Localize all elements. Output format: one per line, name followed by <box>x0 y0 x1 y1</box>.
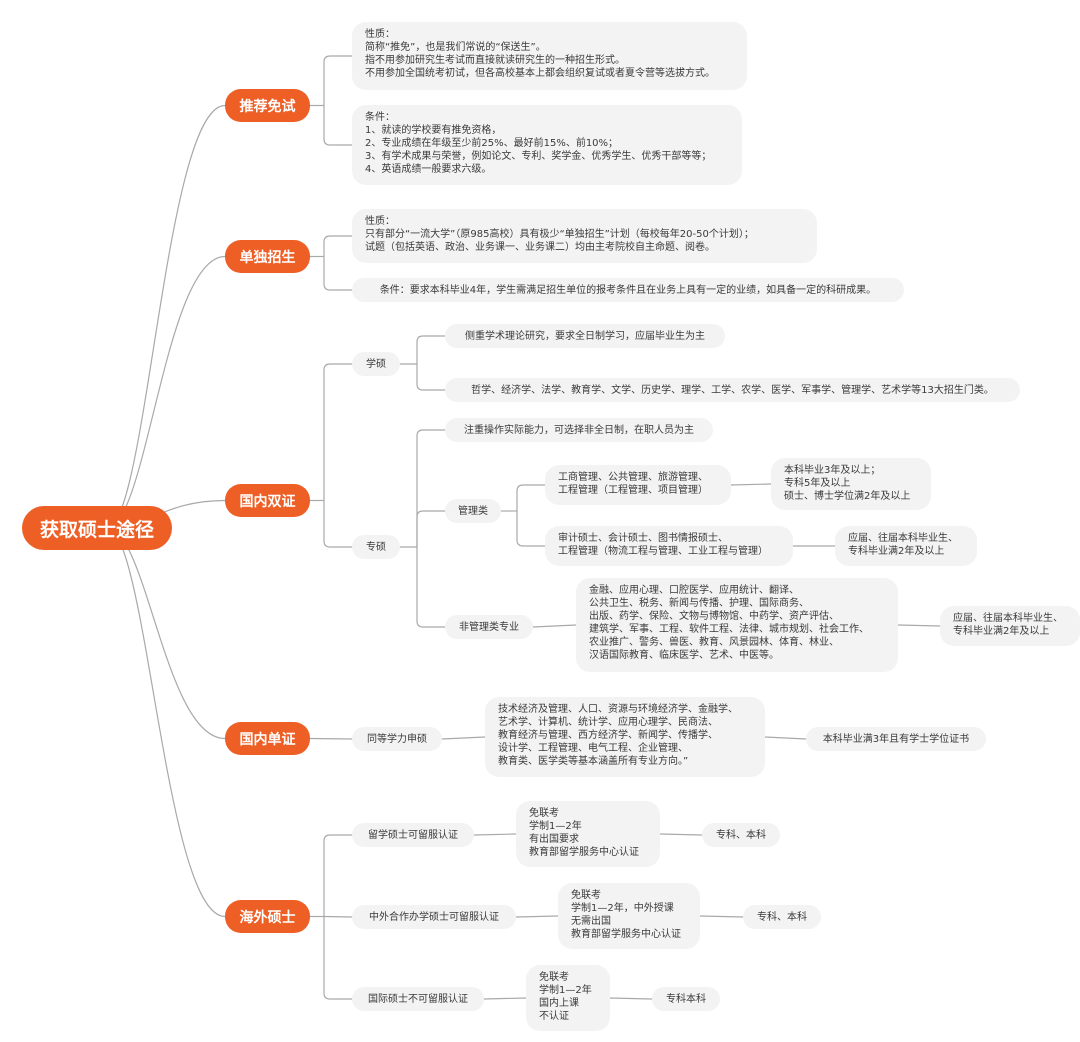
haiwai-guoji-detail: 免联考 学制1—2年 国内上课 不认证 <box>526 965 610 1031</box>
branch-danzheng: 国内单证 <box>225 722 310 755</box>
guanli-majors-2: 审计硕士、会计硕士、图书情报硕士、 工程管理（物流工程与管理、工业工程与管理） <box>545 526 793 566</box>
connector-feiguanli-majors <box>532 624 577 628</box>
feiguanli-req: 应届、往届本科毕业生、 专科毕业满2年及以上 <box>940 606 1080 646</box>
zhuanshuo-node: 专硕 <box>352 535 400 559</box>
connector-tongdeng-req <box>764 736 807 740</box>
connector-tongdeng-majors <box>441 736 486 740</box>
connector-guanli-req-1 <box>730 483 772 486</box>
guanli-node: 管理类 <box>445 499 501 523</box>
branch-dandu: 单独招生 <box>225 240 310 273</box>
haiwai-hezuo-detail: 免联考 学制1—2年，中外授课 无需出国 教育部留学服务中心认证 <box>558 883 700 949</box>
guanli-req-1: 本科毕业3年及以上； 专科5年及以上 硕士、博士学位满2年及以上 <box>771 458 931 510</box>
connector-branch-danzheng <box>106 527 226 740</box>
connector-xueshuo-categories <box>416 364 445 391</box>
haiwai-guoji: 国际硕士不可留服认证 <box>352 987 484 1011</box>
connector-haiwai-liuxue <box>323 834 352 917</box>
connector-branch-dandu <box>106 255 226 529</box>
tuimian-nature: 性质： 简称“推免”，也是我们常说的“保送生”。 指不用参加研究生考试而直接就读… <box>352 22 747 90</box>
tongdeng-majors: 技术经济及管理、人口、资源与环境经济学、金融学、 艺术学、计算机、统计学、应用心… <box>485 697 765 777</box>
branch-shuangzheng: 国内双证 <box>225 484 310 517</box>
connector-tuimian-conditions <box>323 105 352 146</box>
haiwai-liuxue-req: 专科、本科 <box>702 823 780 847</box>
branch-haiwai: 海外硕士 <box>225 900 310 933</box>
connector-haiwai-hezuo-detail <box>515 915 559 918</box>
connector-branch-haiwai <box>106 527 226 918</box>
connector-dandu-nature <box>323 235 352 257</box>
connector-xueshuo-desc <box>416 335 445 364</box>
connector-tongdeng-node <box>309 737 353 740</box>
connector-haiwai-hezuo <box>323 915 353 918</box>
connector-guanli-node <box>416 510 445 547</box>
branch-tuimian: 推荐免试 <box>225 89 310 122</box>
connector-tuimian-nature <box>323 55 352 106</box>
connector-dandu-conditions <box>323 256 352 291</box>
connector-haiwai-liuxue-req <box>659 833 703 836</box>
connector-zhuanshuo-node <box>323 500 352 548</box>
haiwai-hezuo: 中外合作办学硕士可留服认证 <box>352 905 516 929</box>
connector-zhuanshuo-desc <box>416 429 445 547</box>
connector-branch-tuimian <box>106 104 226 529</box>
connector-haiwai-hezuo-req <box>699 915 744 918</box>
haiwai-liuxue-detail: 免联考 学制1—2年 有出国要求 教育部留学服务中心认证 <box>516 801 660 867</box>
connector-feiguanli-req <box>897 624 941 627</box>
dandu-conditions: 条件：要求本科毕业4年，学生需满足招生单位的报考条件且在业务上具有一定的业绩，如… <box>352 278 904 302</box>
tongdeng-req: 本科毕业满3年且有学士学位证书 <box>806 727 986 751</box>
tongdeng-node: 同等学力申硕 <box>352 727 442 751</box>
tuimian-conditions: 条件： 1、就读的学校要有推免资格， 2、专业成绩在年级至少前25%、最好前15… <box>352 105 742 185</box>
dandu-nature: 性质： 只有部分“一流大学”（原985高校）具有极少“单独招生”计划（每校每年2… <box>352 209 817 263</box>
xueshuo-categories: 哲学、经济学、法学、教育学、文学、历史学、理学、工学、农学、医学、军事学、管理学… <box>445 378 1020 402</box>
haiwai-liuxue: 留学硕士可留服认证 <box>352 823 474 847</box>
guanli-req-2: 应届、往届本科毕业生、 专科毕业满2年及以上 <box>835 526 977 566</box>
connector-xueshuo-node <box>323 363 352 501</box>
connector-haiwai-guoji-req <box>609 997 653 1000</box>
connector-haiwai-guoji <box>323 916 352 1000</box>
haiwai-hezuo-req: 专科、本科 <box>743 905 821 929</box>
connector-haiwai-liuxue-detail <box>473 833 517 836</box>
feiguanli-node: 非管理类专业 <box>445 615 533 639</box>
xueshuo-desc: 侧重学术理论研究，要求全日制学习，应届毕业生为主 <box>445 324 725 348</box>
feiguanli-majors: 金融、应用心理、口腔医学、应用统计、翻译、 公共卫生、税务、新闻与传播、护理、国… <box>576 578 898 672</box>
root-node: 获取硕士途径 <box>22 506 172 550</box>
xueshuo-node: 学硕 <box>352 352 400 376</box>
haiwai-guoji-req: 专科本科 <box>652 987 720 1011</box>
connector-haiwai-guoji-detail <box>483 997 527 1000</box>
connector-guanli-majors-1 <box>516 484 545 511</box>
connector-guanli-majors-2 <box>516 511 545 547</box>
guanli-majors-1: 工商管理、公共管理、旅游管理、 工程管理（工程管理、项目管理） <box>545 465 731 505</box>
zhuanshuo-desc: 注重操作实际能力，可选择非全日制，在职人员为主 <box>445 418 713 442</box>
connector-feiguanli-node <box>416 547 445 628</box>
